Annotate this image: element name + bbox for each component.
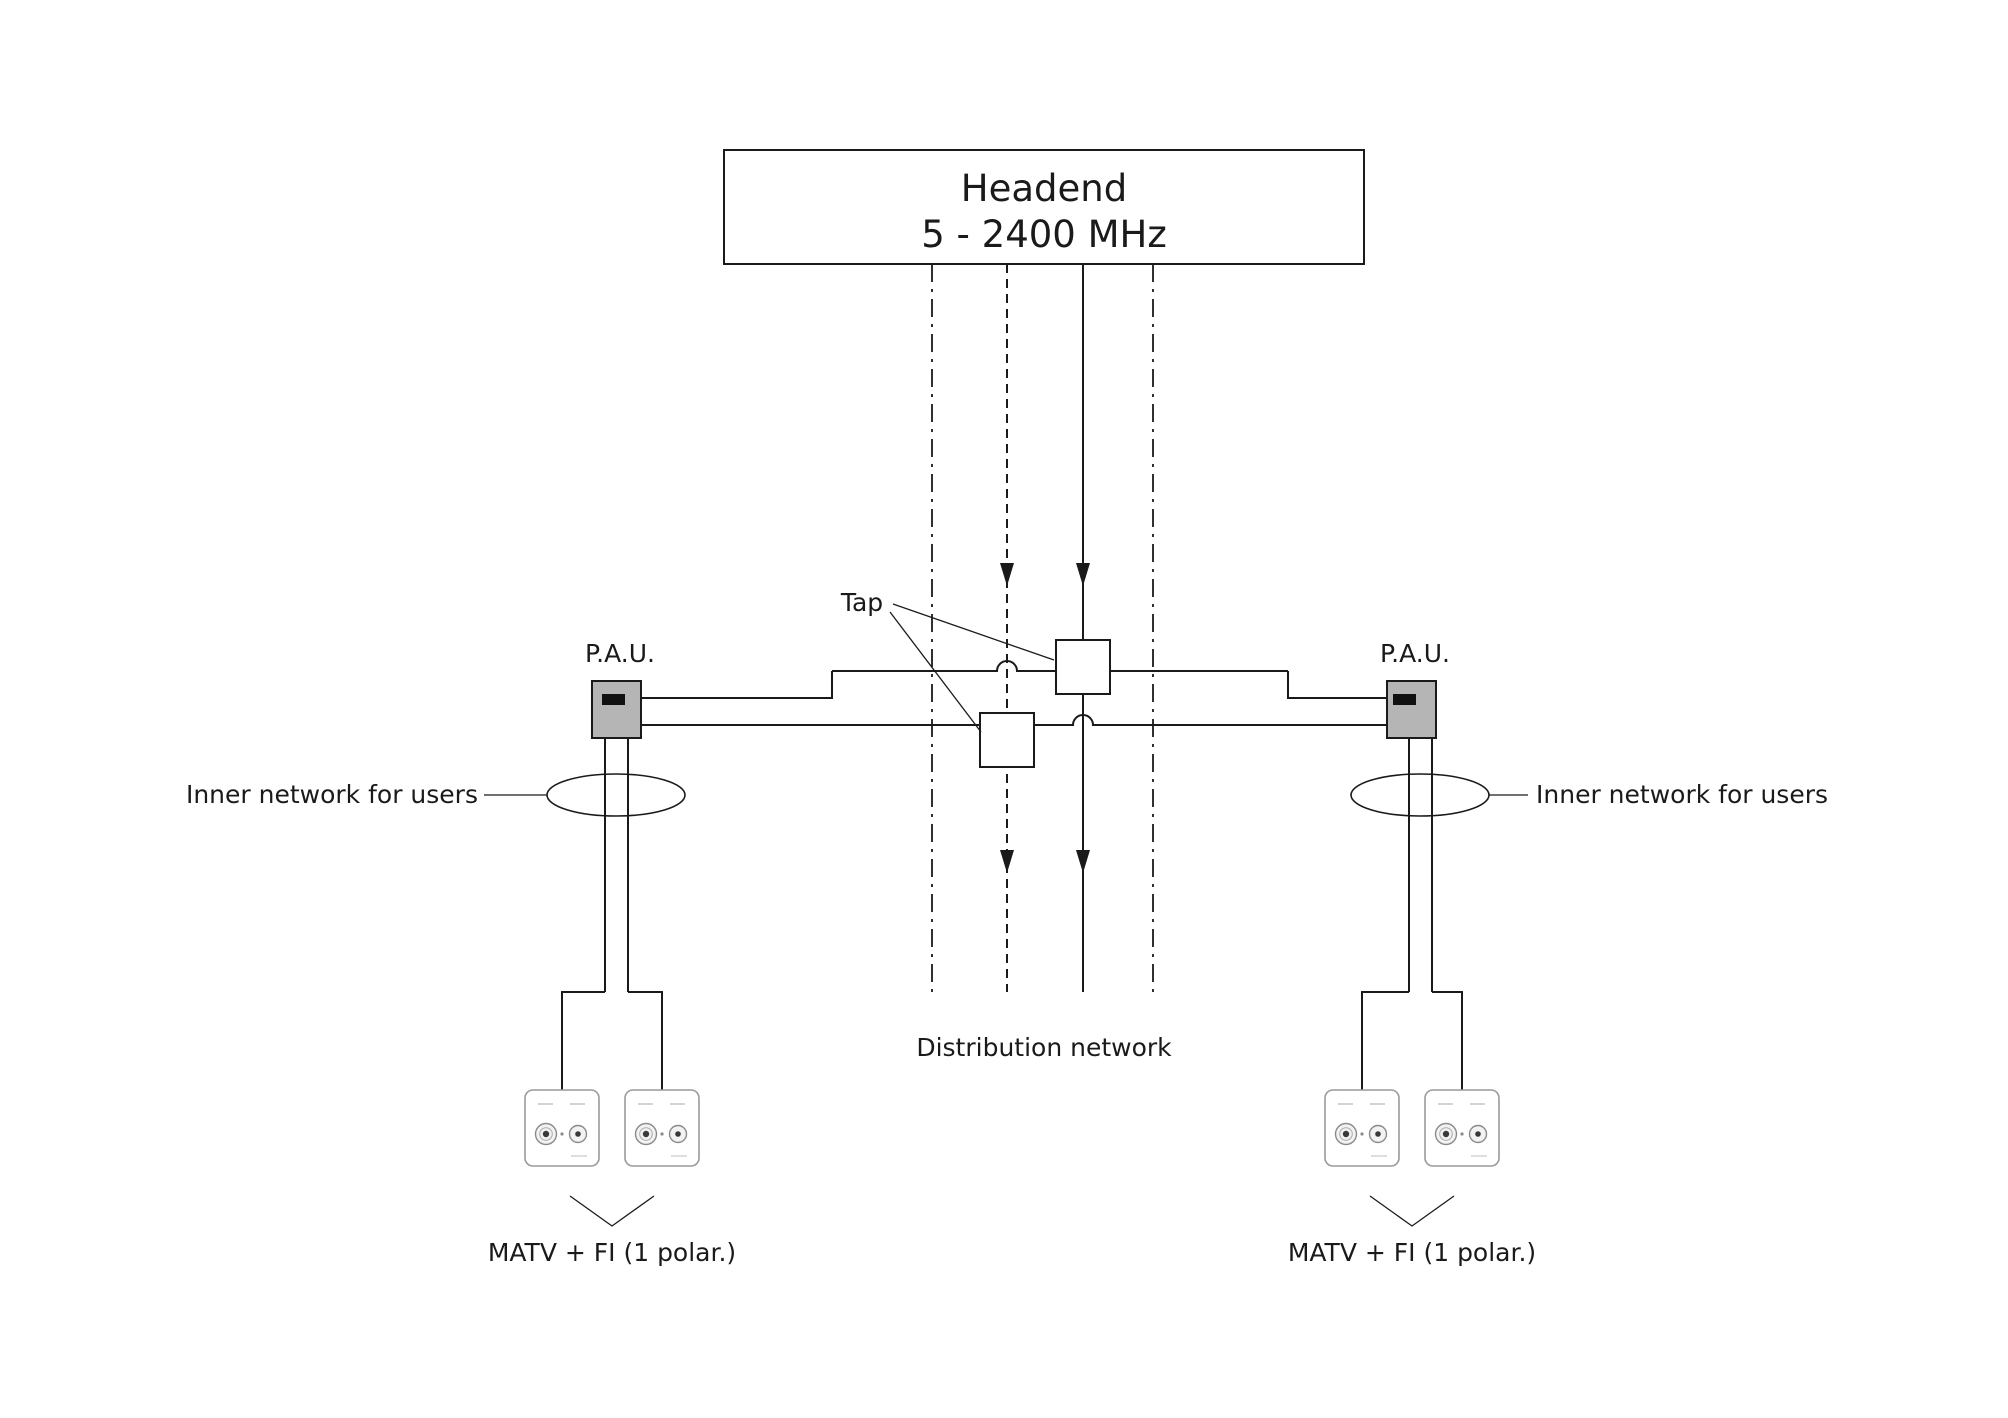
trunk-upper-left [832,660,1056,672]
outlet-screw [660,1132,664,1136]
chevron-down-icon [1369,1195,1455,1227]
flow-arrow-icon [1076,850,1090,873]
trunk-upper-right-connector [1287,671,1387,699]
outlet-faceplate [1324,1089,1400,1167]
inner-network-ellipse-right [1350,773,1490,817]
headend-frequency-range: 5 - 2400 MHz [921,213,1167,256]
inner-network-ellipse-left [546,773,686,817]
tap-symbol-lower [979,712,1035,768]
tv-connector-pin [1442,1130,1450,1138]
tv-outlet [1324,1089,1400,1167]
tv-outlet [524,1089,600,1167]
headend-box [723,149,1365,265]
pau-left-label: P.A.U. [585,639,655,668]
drop-branch-left-b [628,991,663,1090]
outlet-faceplate [1424,1089,1500,1167]
sat-connector-pin [1375,1131,1381,1137]
outlet-screw [560,1132,564,1136]
tap-leader-line-upper [892,603,1055,661]
distribution-network-label: Distribution network [916,1033,1172,1062]
drop-branch-right-a [1361,991,1409,1090]
outlet-screw [1460,1132,1464,1136]
headend-title: Headend [961,167,1127,210]
pau-right-label: P.A.U. [1380,639,1450,668]
sat-connector-pin [1475,1131,1481,1137]
tv-connector-pin [1342,1130,1350,1138]
tv-connector-pin [642,1130,650,1138]
pau-left-module [602,694,625,705]
tv-connector-ring [639,1127,653,1141]
pau-right-box [1386,680,1437,739]
outlet-faceplate [624,1089,700,1167]
tap-label: Tap [840,588,883,617]
tv-connector-ring [1439,1127,1453,1141]
flow-arrow-icon [1076,563,1090,586]
flow-arrow-icon [1000,850,1014,873]
tap-leader-line-lower [889,611,982,733]
outlet-faceplate [524,1089,600,1167]
tv-connector-ring [1339,1127,1353,1141]
inner-network-label-right: Inner network for users [1536,780,1828,809]
matv-label-right: MATV + FI (1 polar.) [1288,1238,1536,1267]
tv-outlet [624,1089,700,1167]
drop-branch-left-a [561,991,605,1090]
drop-branch-right-b [1432,991,1463,1090]
sat-connector-pin [675,1131,681,1137]
matv-label-left: MATV + FI (1 polar.) [488,1238,736,1267]
sat-connector-pin [575,1131,581,1137]
pau-left-box [591,680,642,739]
outlet-screw [1360,1132,1364,1136]
trunk-lower-right [1034,714,1387,726]
inner-network-label-left: Inner network for users [186,780,478,809]
tap-symbol-upper [1055,639,1111,695]
tv-connector-ring [539,1127,553,1141]
tv-outlet [1424,1089,1500,1167]
trunk-upper-left-connector [641,671,833,699]
chevron-down-icon [569,1195,655,1227]
tv-connector-pin [542,1130,550,1138]
pau-right-module [1393,694,1416,705]
flow-arrow-icon [1000,563,1014,586]
